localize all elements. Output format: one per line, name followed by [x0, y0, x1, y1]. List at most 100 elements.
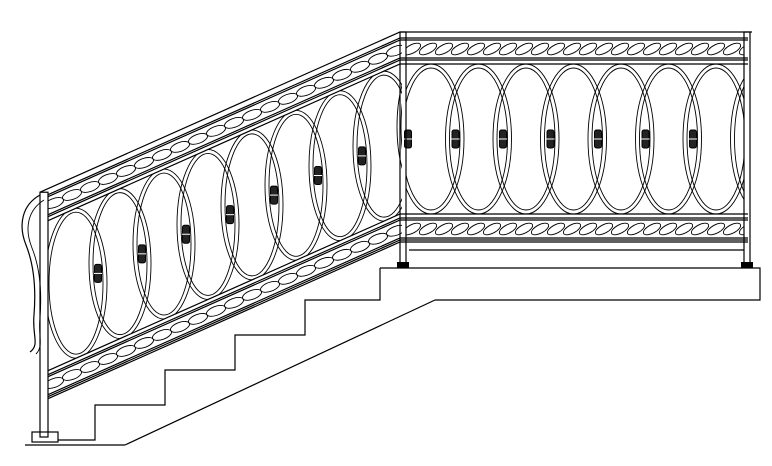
- rope-bands-group: [48, 42, 744, 389]
- oval-ring: [180, 153, 236, 296]
- rope-band-flat: [406, 222, 744, 236]
- oval-ring: [449, 67, 508, 211]
- oval-ring: [496, 67, 556, 211]
- rope-twist: [578, 222, 598, 236]
- oval-ring: [406, 64, 465, 214]
- rope-twist: [514, 222, 534, 236]
- ovals-flat: [406, 64, 744, 214]
- stairs-and-base-group: [21, 31, 761, 446]
- rope-twist: [406, 42, 422, 56]
- rail-line: [39, 31, 752, 193]
- oval-ring: [734, 85, 744, 193]
- ovals-sloped: [48, 64, 402, 359]
- rope-twist: [482, 222, 502, 236]
- rope-twist: [674, 222, 694, 236]
- oval-ring: [406, 67, 461, 211]
- rope-twist: [514, 42, 534, 56]
- oval-ring: [540, 64, 607, 214]
- rope-twist: [626, 222, 646, 236]
- rope-twist: [658, 222, 678, 236]
- collar-knots-group: [94, 129, 697, 283]
- rope-twist: [706, 222, 726, 236]
- rope-twist: [386, 224, 402, 237]
- middle-post-foot: [397, 262, 409, 268]
- rope-twist: [498, 42, 518, 56]
- rope-twist: [386, 44, 402, 57]
- rope-twist: [450, 42, 470, 56]
- rope-twist: [562, 222, 582, 236]
- oval-ring: [396, 64, 402, 202]
- oval-ring: [88, 188, 152, 340]
- oval-ring: [48, 211, 104, 355]
- rope-twist: [642, 222, 662, 236]
- rope-twist: [434, 222, 454, 236]
- rope-twist: [546, 42, 566, 56]
- oval-ring: [224, 133, 280, 277]
- left-post: [39, 191, 49, 438]
- rope-twist: [466, 42, 486, 56]
- rope-twist: [450, 222, 470, 236]
- rope-twist: [578, 42, 598, 56]
- rail-line: [47, 237, 748, 396]
- oval-ring: [591, 67, 651, 211]
- oval-ring: [682, 64, 744, 214]
- oval-ring: [312, 94, 368, 238]
- oval-ring: [686, 67, 744, 211]
- oval-ring: [400, 64, 402, 198]
- oval-ring: [587, 64, 655, 214]
- rope-twist: [706, 42, 726, 56]
- rope-twist: [738, 222, 744, 236]
- rope-twist: [610, 222, 630, 236]
- left-post-foot: [31, 431, 59, 443]
- rope-twist: [482, 42, 502, 56]
- oval-ring: [48, 207, 108, 359]
- oval-ring: [492, 64, 560, 214]
- rope-twist: [546, 222, 566, 236]
- rope-twist: [562, 42, 582, 56]
- rope-twist: [530, 42, 550, 56]
- rope-twist: [406, 222, 422, 236]
- rope-band-sloped: [48, 224, 402, 389]
- rope-twist: [674, 42, 694, 56]
- rope-twist: [466, 222, 486, 236]
- rope-twist: [594, 42, 614, 56]
- rope-twist: [738, 42, 744, 56]
- stair-underside: [124, 299, 436, 446]
- oval-ring: [132, 168, 196, 320]
- rope-twist: [594, 222, 614, 236]
- rope-twist: [626, 42, 646, 56]
- oval-ring: [356, 74, 402, 218]
- rope-twist: [722, 222, 742, 236]
- rope-twist: [642, 42, 662, 56]
- oval-ring: [730, 77, 744, 201]
- oval-ring: [635, 64, 702, 214]
- rope-twist: [610, 42, 630, 56]
- rope-twist: [418, 42, 438, 56]
- oval-ring: [176, 149, 240, 300]
- landing-slab: [380, 267, 761, 301]
- rope-band-sloped: [48, 44, 402, 209]
- right-post: [743, 31, 751, 267]
- oval-ring: [220, 129, 284, 281]
- oval-ring: [268, 113, 324, 257]
- rope-twist: [690, 42, 710, 56]
- rope-twist: [530, 222, 550, 236]
- oval-ring: [308, 90, 372, 242]
- rope-twist: [434, 42, 454, 56]
- rope-twist: [418, 222, 438, 236]
- oval-ring: [136, 172, 192, 316]
- oval-ring: [445, 64, 512, 214]
- rope-twist: [722, 42, 742, 56]
- rope-twist: [658, 42, 678, 56]
- stair-profile: [58, 268, 381, 441]
- handrail-scroll: [21, 194, 41, 353]
- oval-ring: [92, 192, 148, 336]
- oval-ring: [352, 70, 402, 222]
- middle-post: [399, 31, 407, 267]
- oval-ring: [544, 67, 603, 211]
- rope-band-flat: [406, 42, 744, 56]
- rope-twist: [498, 222, 518, 236]
- oval-panels-group: [48, 64, 744, 359]
- right-post-foot: [741, 262, 753, 268]
